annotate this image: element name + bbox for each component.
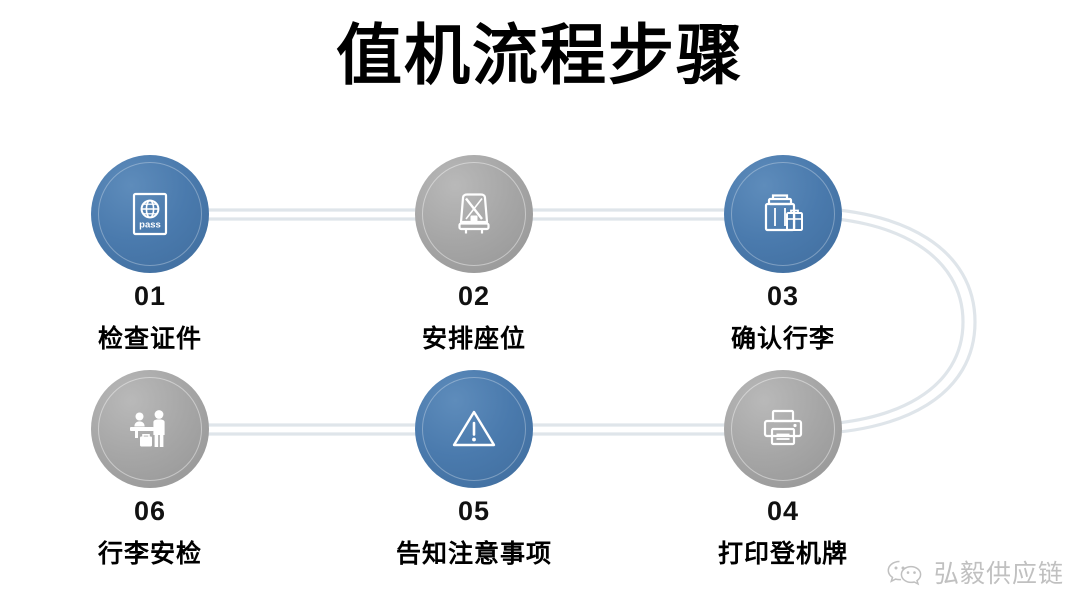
step-node-03[interactable]: 03 确认行李 bbox=[683, 155, 883, 352]
step-circle-02[interactable] bbox=[415, 155, 533, 273]
step-node-05[interactable]: 05 告知注意事项 bbox=[374, 370, 574, 567]
step-circle-01[interactable]: pass bbox=[91, 155, 209, 273]
watermark: 弘毅供应链 bbox=[885, 554, 1064, 590]
step-label-01: 检查证件 bbox=[97, 325, 202, 353]
step-label-03: 确认行李 bbox=[730, 325, 835, 353]
step-circle-03[interactable] bbox=[724, 155, 842, 273]
warning-triangle-icon bbox=[452, 410, 496, 447]
step-number-01: 01 bbox=[133, 281, 167, 311]
step-label-02: 安排座位 bbox=[421, 325, 526, 353]
step-circle-05[interactable] bbox=[415, 370, 533, 488]
step-node-01[interactable]: pass 01 检查证件 bbox=[50, 155, 250, 352]
step-number-05: 05 bbox=[457, 496, 491, 526]
printer-icon bbox=[763, 409, 803, 446]
step-circle-04[interactable] bbox=[724, 370, 842, 488]
step-node-06[interactable]: 06 行李安检 bbox=[50, 370, 250, 567]
step-number-06: 06 bbox=[133, 496, 167, 526]
watermark-text: 弘毅供应链 bbox=[933, 559, 1064, 588]
step-circle-06[interactable] bbox=[91, 370, 209, 488]
step-label-06: 行李安检 bbox=[97, 540, 202, 568]
wechat-icon bbox=[887, 560, 922, 586]
step-number-03: 03 bbox=[766, 281, 800, 311]
step-label-05: 告知注意事项 bbox=[395, 540, 552, 568]
step-node-04[interactable]: 04 打印登机牌 bbox=[683, 370, 883, 567]
page-title: 值机流程步骤 bbox=[336, 18, 744, 92]
step-node-02[interactable]: 02 安排座位 bbox=[374, 155, 574, 352]
passport-word: pass bbox=[139, 220, 161, 231]
seat-belt-icon bbox=[458, 193, 490, 234]
step-number-04: 04 bbox=[766, 496, 800, 526]
passport-icon: pass bbox=[132, 192, 168, 236]
luggage-icon bbox=[764, 194, 803, 232]
step-number-02: 02 bbox=[457, 281, 491, 311]
security-check-icon bbox=[130, 410, 165, 447]
step-label-04: 打印登机牌 bbox=[717, 540, 848, 568]
